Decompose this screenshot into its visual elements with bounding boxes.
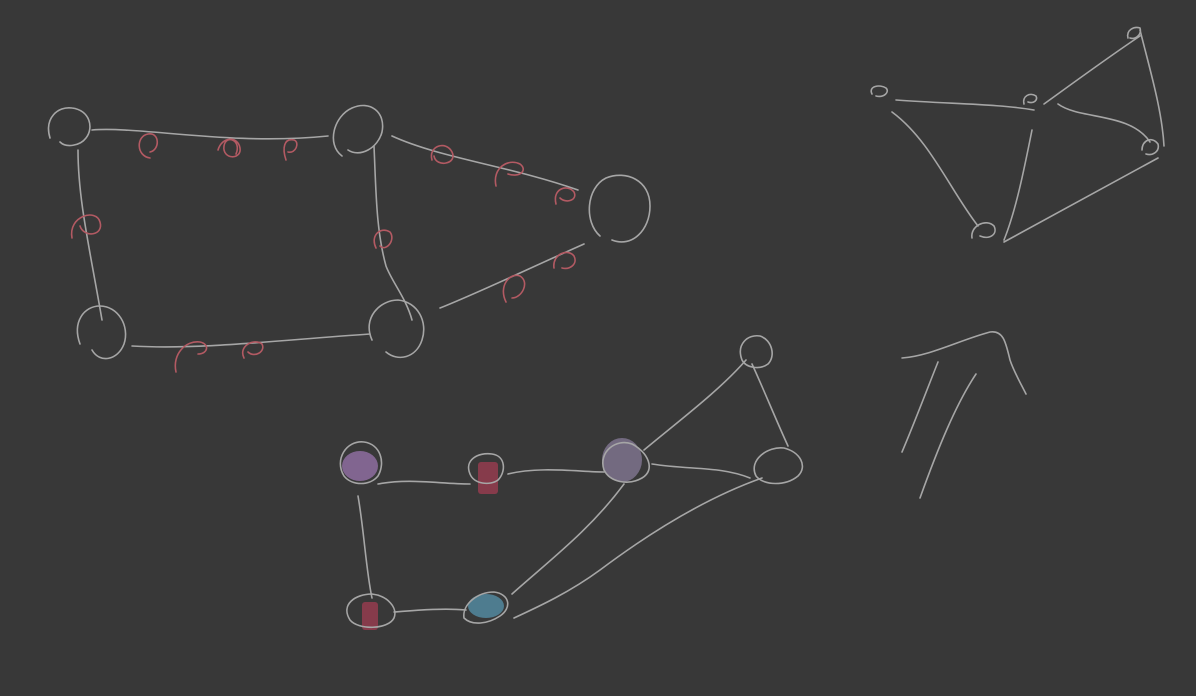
graph-edge [651,463,751,479]
graph-edge [1043,35,1141,105]
edge-loop-mark [241,341,264,359]
graph-node [76,305,127,360]
graph-node [47,107,91,147]
edge-loop-mark [70,214,102,239]
node-fill [478,462,498,494]
graph-edge [1003,129,1033,241]
node-fill [602,438,642,482]
graph-edge [895,99,1035,111]
graph-edges [357,359,789,619]
graph-edge [643,359,747,451]
graph-edge [357,495,373,599]
edge-loop-mark [554,187,576,205]
graph-node [339,441,383,485]
graph-node [739,335,773,369]
graph-edge [511,483,625,595]
edge-loop-mark [430,144,454,164]
edge-loop-marks [70,133,576,373]
edge-loop-mark [174,341,208,373]
graph-edge [373,145,413,321]
node-fills [342,438,642,630]
graph-node [368,299,425,359]
graph-node [1141,138,1160,156]
edge-loop-mark [494,161,524,187]
colored-node-graph[interactable] [339,335,804,630]
graph-edge [393,608,467,613]
graph-edges [77,128,585,348]
graph-edge [1003,157,1159,243]
arrow-mark [901,331,1027,499]
graph-edge [891,111,979,227]
edge-loop-mark [217,138,241,158]
graph-node [870,85,889,98]
graph-nodes [47,104,651,360]
graph-edges [891,29,1165,243]
graph-node [1126,26,1142,40]
node-fill [342,451,378,481]
edge-loop-mark [138,133,159,159]
graph-node [588,174,651,243]
edge-loop-mark [373,229,393,249]
graph-node [602,441,651,483]
graph-edge [751,363,789,447]
edge-loop-mark [283,138,298,161]
graph-node [1022,93,1038,105]
graph-edge [131,333,371,348]
graph-nodes [339,335,804,629]
triangle-graph[interactable] [870,26,1165,243]
graph-nodes [870,26,1160,239]
node-fill [362,602,378,630]
arrow-stroke [901,361,939,453]
graph-edge [391,135,579,191]
graph-node [467,452,505,485]
graph-node [463,591,509,624]
graph-edge [1057,103,1151,143]
graph-with-edge-loops[interactable] [47,104,651,373]
node-fill [468,594,504,618]
edge-loop-mark [553,251,576,270]
graph-node [753,447,804,485]
graph-node [346,593,396,629]
arrow-stroke [919,373,977,499]
graph-edge [507,469,605,475]
graph-edge [513,477,763,619]
arrow-stroke [901,331,1027,395]
graph-edge [377,480,471,485]
graph-node [332,104,384,157]
graph-node [971,222,996,239]
edge-loop-mark [502,274,526,303]
graph-edge [77,149,103,321]
graph-edge [1139,29,1165,147]
graph-edge [91,128,329,140]
